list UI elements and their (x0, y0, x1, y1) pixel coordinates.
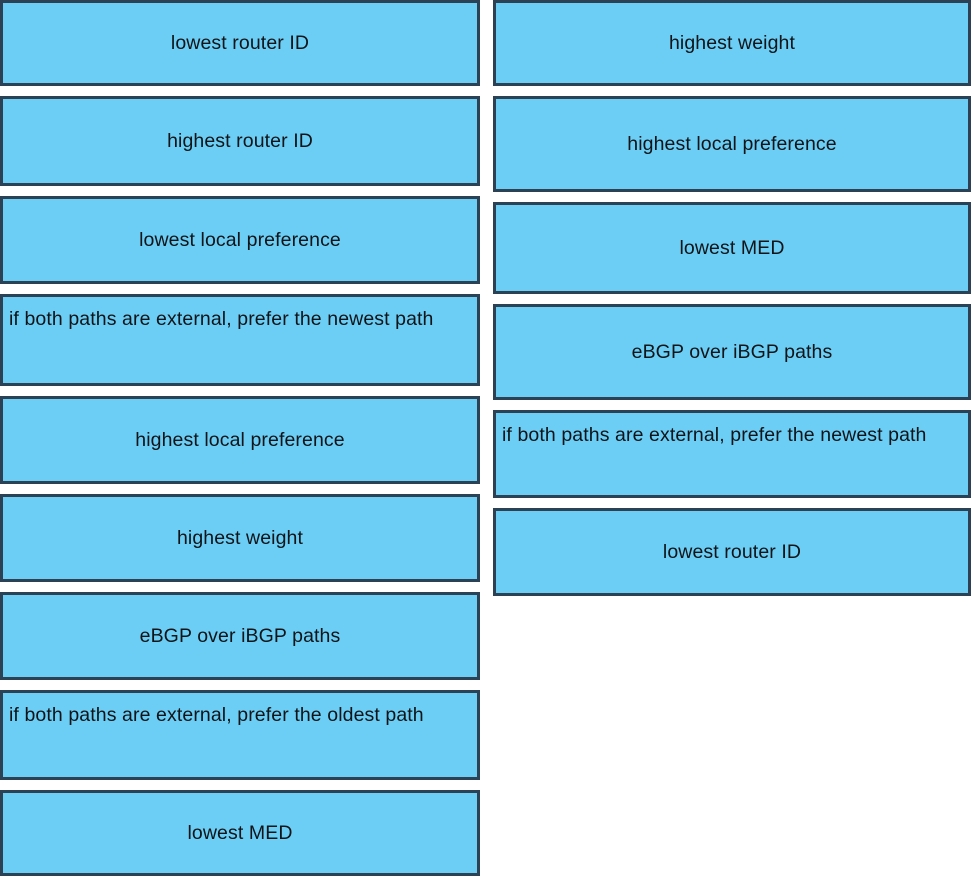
option-box[interactable]: highest local preference (0, 396, 480, 484)
option-box[interactable]: highest weight (0, 494, 480, 582)
option-label: highest router ID (167, 129, 313, 152)
option-label: lowest router ID (662, 540, 802, 563)
option-label: highest local preference (135, 428, 345, 451)
option-label: lowest MED (679, 236, 785, 259)
option-label: highest weight (668, 31, 796, 54)
option-box[interactable]: lowest router ID (493, 508, 971, 596)
option-label: eBGP over iBGP paths (631, 340, 833, 363)
option-box[interactable]: if both paths are external, prefer the n… (0, 294, 480, 386)
option-label: eBGP over iBGP paths (139, 624, 341, 647)
option-label: if both paths are external, prefer the n… (9, 308, 434, 330)
option-box[interactable]: highest weight (493, 0, 971, 86)
option-label: if both paths are external, prefer the o… (9, 704, 424, 726)
option-box[interactable]: highest local preference (493, 96, 971, 192)
option-label: lowest MED (187, 821, 293, 844)
option-label: lowest router ID (170, 31, 310, 54)
option-box[interactable]: lowest router ID (0, 0, 480, 86)
option-label: highest weight (176, 526, 304, 549)
option-box[interactable]: if both paths are external, prefer the n… (493, 410, 971, 498)
option-box[interactable]: eBGP over iBGP paths (493, 304, 971, 400)
option-box[interactable]: if both paths are external, prefer the o… (0, 690, 480, 780)
option-box[interactable]: lowest local preference (0, 196, 480, 284)
option-label: highest local preference (627, 132, 837, 155)
left-option-column: lowest router ID highest router ID lowes… (0, 0, 480, 886)
option-box[interactable]: lowest MED (493, 202, 971, 294)
option-label: if both paths are external, prefer the n… (502, 424, 927, 446)
option-box[interactable]: highest router ID (0, 96, 480, 186)
option-label: lowest local preference (139, 228, 341, 251)
right-option-column: highest weight highest local preference … (493, 0, 971, 606)
option-box[interactable]: eBGP over iBGP paths (0, 592, 480, 680)
option-box[interactable]: lowest MED (0, 790, 480, 876)
